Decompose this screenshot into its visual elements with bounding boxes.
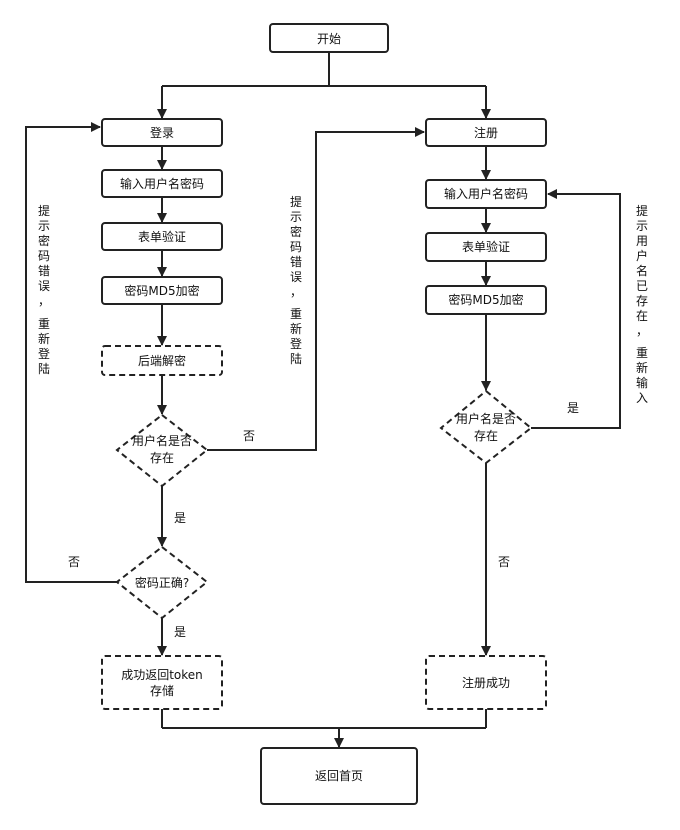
note-left-char: 登 bbox=[38, 346, 50, 361]
note-middle-char: 错 bbox=[290, 255, 302, 269]
note-middle-char: 码 bbox=[290, 240, 302, 254]
node-reg-exists-label-1: 用户名是否 bbox=[456, 411, 516, 426]
note-right-char: 新 bbox=[636, 360, 648, 375]
note-middle-char: 重 bbox=[290, 307, 302, 321]
label-user-exists: 是 bbox=[174, 511, 186, 525]
note-left-char: 新 bbox=[38, 331, 50, 346]
label-pwd-wrong: 否 bbox=[68, 555, 80, 569]
node-reg-success-label: 注册成功 bbox=[462, 675, 510, 690]
note-middle-char: 提 bbox=[290, 194, 302, 209]
note-middle-char: 示 bbox=[290, 210, 302, 224]
node-reg-md5-label: 密码MD5加密 bbox=[448, 292, 523, 307]
node-reg-exists-label-2: 存在 bbox=[474, 429, 498, 443]
node-login-success-label-2: 存储 bbox=[150, 683, 174, 698]
edge-pwd-wrong-login bbox=[25, 122, 117, 583]
node-login-input: 输入用户名密码 bbox=[101, 169, 223, 198]
node-reg-validate-label: 表单验证 bbox=[462, 239, 510, 254]
note-right-char: 示 bbox=[636, 219, 648, 233]
note-left-char: 重 bbox=[38, 317, 50, 331]
edge-exists-no-register bbox=[207, 127, 425, 451]
note-left-char: 密 bbox=[38, 233, 50, 248]
node-start: 开始 bbox=[269, 23, 389, 53]
node-home-label: 返回首页 bbox=[315, 769, 363, 783]
node-login-input-label: 输入用户名密码 bbox=[120, 176, 204, 191]
node-login-validate: 表单验证 bbox=[101, 222, 223, 251]
node-backend-decrypt-label: 后端解密 bbox=[138, 353, 186, 368]
note-left-char: 示 bbox=[38, 219, 50, 233]
note-right-char: 在 bbox=[636, 309, 648, 323]
note-right-char: 户 bbox=[636, 248, 648, 263]
note-left: 提 示 密 码 错 误 ， 重 新 登 陆 bbox=[38, 203, 50, 376]
node-start-label: 开始 bbox=[317, 32, 341, 46]
node-login: 登录 bbox=[101, 118, 223, 147]
node-user-exists-label-1: 用户名是否 bbox=[132, 433, 192, 448]
note-right-char: 已 bbox=[636, 279, 648, 293]
node-login-md5: 密码MD5加密 bbox=[101, 276, 223, 305]
node-user-exists: 用户名是否 存在 bbox=[115, 413, 209, 488]
note-right-char: 输 bbox=[636, 375, 648, 390]
label-reg-exists-no: 否 bbox=[498, 555, 510, 569]
note-right-char: 提 bbox=[636, 203, 648, 218]
node-user-exists-label-2: 存在 bbox=[150, 451, 174, 465]
node-backend-decrypt: 后端解密 bbox=[101, 345, 223, 376]
node-reg-success: 注册成功 bbox=[425, 655, 547, 710]
node-home: 返回首页 bbox=[260, 747, 418, 805]
note-right-char: 重 bbox=[636, 346, 648, 360]
node-login-success: 成功返回token 存储 bbox=[101, 655, 223, 710]
label-user-not-exists: 否 bbox=[243, 429, 255, 443]
note-right-char: 入 bbox=[636, 391, 648, 405]
note-left-char: 码 bbox=[38, 249, 50, 263]
note-right-char: 存 bbox=[636, 294, 648, 308]
note-left-char: 提 bbox=[38, 203, 50, 218]
note-middle-char: ， bbox=[290, 285, 302, 299]
node-login-success-label-1: 成功返回token bbox=[121, 668, 203, 682]
label-reg-exists-yes: 是 bbox=[567, 401, 579, 415]
node-reg-md5: 密码MD5加密 bbox=[425, 285, 547, 315]
note-right: 提 示 用 户 名 已 存 在 ， 重 新 输 入 bbox=[636, 203, 648, 405]
node-reg-input-label: 输入用户名密码 bbox=[444, 186, 528, 201]
node-login-label: 登录 bbox=[150, 125, 174, 140]
note-left-char: 错 bbox=[38, 264, 50, 278]
label-pwd-ok: 是 bbox=[174, 625, 186, 639]
note-right-char: ， bbox=[636, 324, 648, 338]
note-right-char: 用 bbox=[636, 234, 648, 248]
node-register: 注册 bbox=[425, 118, 547, 147]
edges bbox=[25, 52, 621, 748]
note-right-char: 名 bbox=[636, 263, 648, 278]
node-reg-exists: 用户名是否 存在 bbox=[439, 389, 533, 465]
note-left-char: ， bbox=[38, 294, 50, 308]
node-register-label: 注册 bbox=[474, 125, 498, 140]
edge-regexists-yes-input bbox=[531, 189, 621, 429]
note-left-char: 误 bbox=[38, 279, 50, 293]
node-login-md5-label: 密码MD5加密 bbox=[124, 283, 199, 298]
note-middle-char: 新 bbox=[290, 321, 302, 336]
node-pwd-correct: 密码正确? bbox=[115, 545, 209, 620]
note-middle-char: 密 bbox=[290, 224, 302, 239]
note-middle-char: 登 bbox=[290, 336, 302, 351]
note-middle: 提 示 密 码 错 误 ， 重 新 登 陆 bbox=[290, 194, 302, 366]
note-middle-char: 陆 bbox=[290, 351, 302, 366]
node-login-validate-label: 表单验证 bbox=[138, 229, 186, 244]
note-middle-char: 误 bbox=[290, 270, 302, 284]
node-pwd-correct-label: 密码正确? bbox=[135, 575, 189, 590]
node-reg-validate: 表单验证 bbox=[425, 232, 547, 262]
note-left-char: 陆 bbox=[38, 361, 50, 376]
node-reg-input: 输入用户名密码 bbox=[425, 179, 547, 209]
